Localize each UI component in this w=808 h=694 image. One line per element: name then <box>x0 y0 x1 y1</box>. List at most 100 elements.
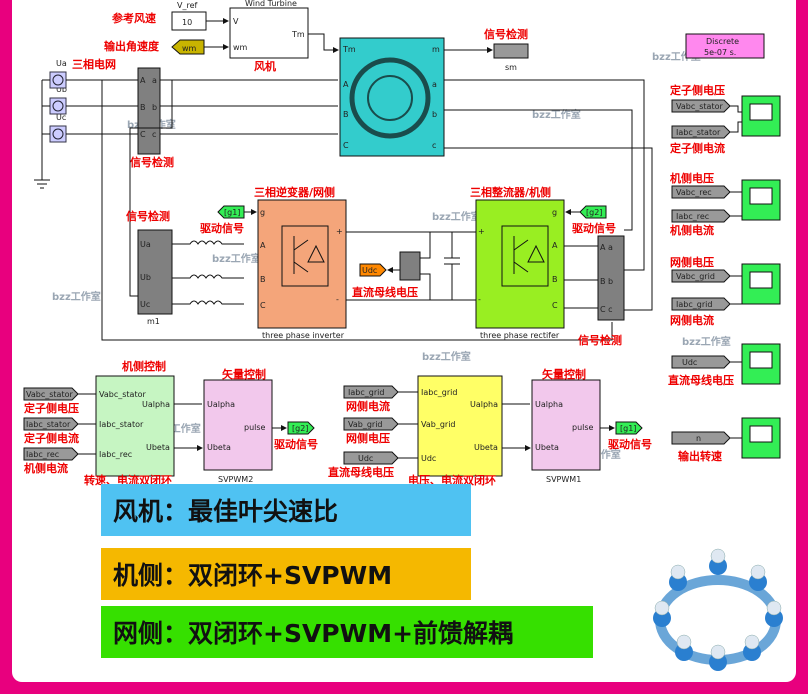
inverter-title: 三相逆变器/网侧 <box>254 185 335 199</box>
powergui-discrete[interactable] <box>685 33 765 59</box>
svg-text:Ubeta: Ubeta <box>474 443 498 452</box>
banner-machine-side: 机侧：双闭环+SVPWM <box>101 548 471 600</box>
port-v: V <box>233 17 239 26</box>
iabc-rec-from[interactable] <box>671 209 731 223</box>
svg-text:A: A <box>260 241 266 250</box>
inductor-a <box>172 240 244 245</box>
grid-measurement-block[interactable] <box>137 67 161 155</box>
svpwm1-block[interactable] <box>531 379 601 471</box>
vabc-stator-from-ctrl[interactable] <box>23 387 79 401</box>
inductor-b <box>172 274 244 279</box>
iabc-grid-from[interactable] <box>671 297 731 311</box>
watermark: bzz工作室 <box>422 350 471 363</box>
udc-from-ctrl[interactable] <box>343 451 399 465</box>
three-phase-inverter-block[interactable] <box>257 199 347 329</box>
svg-text:B: B <box>343 110 349 119</box>
svg-text:[g2]: [g2] <box>292 424 308 433</box>
udc-from[interactable] <box>671 355 731 369</box>
svg-text:电压、电流双闭环: 电压、电流双闭环 <box>408 473 496 487</box>
svg-text:Iabc_stator: Iabc_stator <box>676 128 721 137</box>
iabc-stator-from[interactable] <box>671 125 731 139</box>
scope-dc-voltage[interactable] <box>741 343 781 385</box>
svg-text:Discrete: Discrete <box>706 37 739 46</box>
iabc-grid-from-ctrl[interactable] <box>343 385 399 399</box>
sm-bus-selector[interactable] <box>493 43 529 59</box>
wm-tag-text: wm <box>182 44 197 53</box>
svg-text:C: C <box>552 301 558 310</box>
team-circle-illustration <box>653 548 783 671</box>
svg-text:Ualpha: Ualpha <box>207 400 235 409</box>
source-icon[interactable] <box>49 125 67 143</box>
svg-text:直流母线电压: 直流母线电压 <box>328 465 394 479</box>
g2-from-tag[interactable] <box>579 205 607 219</box>
svpwm2-block[interactable] <box>203 379 273 471</box>
source-icon[interactable] <box>49 71 67 89</box>
svg-text:[g1]: [g1] <box>224 208 240 217</box>
svg-text:n: n <box>696 434 701 443</box>
iabc-rec-from-ctrl[interactable] <box>23 447 79 461</box>
svg-text:a: a <box>152 76 157 85</box>
svg-text:B: B <box>140 103 146 112</box>
svg-text:驱动信号: 驱动信号 <box>274 437 318 451</box>
machine-icon <box>349 57 431 139</box>
svg-text:驱动信号: 驱动信号 <box>608 437 652 451</box>
vabc-rec-from[interactable] <box>671 185 731 199</box>
m1-measurement-block[interactable] <box>137 229 173 315</box>
svg-text:Uc: Uc <box>140 300 150 309</box>
svg-text:[g2]: [g2] <box>586 208 602 217</box>
svg-text:B: B <box>552 275 558 284</box>
machine-control-block[interactable] <box>95 375 175 477</box>
watermark: bzz工作室 <box>212 252 261 265</box>
wind-turbine-name: Wind Turbine <box>245 0 297 8</box>
svg-text:定子侧电压: 定子侧电压 <box>24 401 79 415</box>
v-ref-value: 10 <box>182 18 192 27</box>
dc-voltmeter[interactable] <box>399 251 421 281</box>
port-tm: Tm <box>291 30 305 39</box>
source-icon[interactable] <box>49 97 67 115</box>
watermark: bzz工作室 <box>52 290 101 303</box>
svg-text:A a: A a <box>600 243 613 252</box>
svg-text:5e-07 s.: 5e-07 s. <box>704 48 736 57</box>
svg-text:驱动信号: 驱动信号 <box>200 221 244 235</box>
igbt-icon <box>293 236 325 274</box>
watermark: bzz工作室 <box>432 210 481 223</box>
vabc-grid-from[interactable] <box>671 269 731 283</box>
igbt-icon <box>513 236 545 274</box>
svg-text:g: g <box>260 208 265 217</box>
svg-text:m1: m1 <box>147 317 160 326</box>
svg-text:机侧电流: 机侧电流 <box>24 461 68 475</box>
svg-text:pulse: pulse <box>572 423 594 432</box>
dc-capacitor <box>444 232 460 300</box>
udc-goto-tag[interactable] <box>359 263 387 277</box>
vab-grid-from-ctrl[interactable] <box>343 417 399 431</box>
inductor-c <box>172 300 244 305</box>
svg-text:Udc: Udc <box>682 358 697 367</box>
diagram-frame: bzz工作室 bzz工作室 bzz工作室 bzz工作室 bzz工作室 bzz工作… <box>12 0 796 682</box>
svg-text:Ualpha: Ualpha <box>470 400 498 409</box>
wind-turbine-block[interactable] <box>229 7 309 59</box>
svg-text:Ubeta: Ubeta <box>146 443 170 452</box>
sig-detect-left-label: 信号检测 <box>130 155 174 169</box>
banner-grid-side: 网侧：双闭环+SVPWM+前馈解耦 <box>101 606 593 658</box>
svg-text:Udc: Udc <box>358 454 373 463</box>
rectifier-measurement-block[interactable] <box>597 235 625 321</box>
g2-goto-tag[interactable] <box>287 421 315 435</box>
svg-text:c: c <box>432 141 436 150</box>
n-from[interactable] <box>671 431 731 445</box>
svg-text:机侧电流: 机侧电流 <box>670 223 714 237</box>
svg-text:定子侧电流: 定子侧电流 <box>670 141 725 155</box>
watermark: bzz工作室 <box>532 108 581 121</box>
three-phase-rectifier-block[interactable] <box>475 199 565 329</box>
grid-control-block[interactable] <box>417 375 503 477</box>
svg-text:c: c <box>152 130 156 139</box>
iabc-stator-from-ctrl[interactable] <box>23 417 79 431</box>
svg-text:-: - <box>478 295 481 304</box>
g1-goto-tag[interactable] <box>615 421 643 435</box>
vabc-stator-from[interactable] <box>671 99 731 113</box>
ref-wind-label: 参考风速 <box>112 11 156 25</box>
svg-text:b: b <box>432 110 437 119</box>
machine-port-tm: Tm <box>342 45 356 54</box>
sig-detect-top-label: 信号检测 <box>484 27 528 41</box>
svg-text:+: + <box>478 227 485 236</box>
ground-icon <box>34 179 50 189</box>
